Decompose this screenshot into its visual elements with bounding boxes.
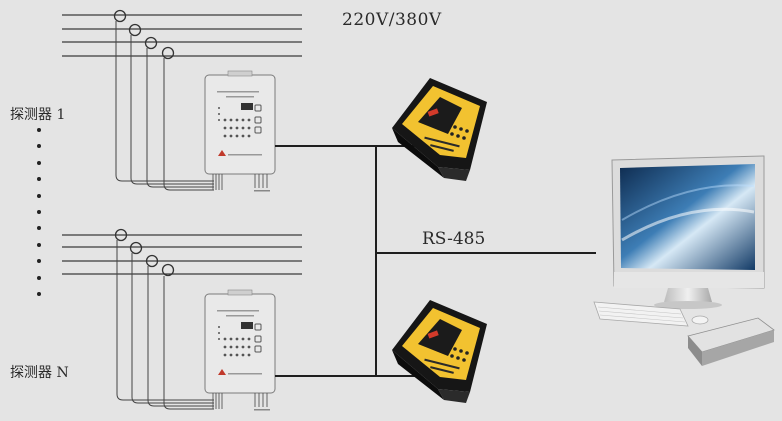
ellipsis-dot <box>37 160 41 165</box>
ellipsis-dot <box>37 226 41 231</box>
power-lines-bottom <box>62 234 302 275</box>
desktop-computer-icon <box>593 155 775 366</box>
ellipsis-dots <box>37 128 45 296</box>
detector-1-label: 探测器 1 <box>10 107 66 123</box>
sensor-leads-top <box>115 21 214 191</box>
monitoring-module-icon <box>392 300 487 403</box>
detector-unit-icon <box>204 289 276 411</box>
ellipsis-dot <box>37 291 41 296</box>
power-lines-top <box>62 14 302 57</box>
detector-unit-icon <box>204 70 276 192</box>
ellipsis-dot <box>37 259 41 264</box>
sensor-leads-bottom <box>116 240 214 410</box>
monitoring-module-icon <box>392 78 487 181</box>
ellipsis-dot <box>37 275 41 280</box>
ellipsis-dot <box>37 193 41 198</box>
current-transformer-icon <box>113 9 175 60</box>
ellipsis-dot <box>37 177 41 182</box>
ellipsis-dot <box>37 209 41 214</box>
ellipsis-dot <box>37 242 41 247</box>
detector-n-label: 探测器 N <box>10 365 69 381</box>
voltage-label: 220V/380V <box>342 10 442 30</box>
ellipsis-dot <box>37 144 41 149</box>
ellipsis-dot <box>37 128 41 132</box>
rs485-bus-label: RS-485 <box>422 229 486 249</box>
current-transformer-icon <box>114 228 175 277</box>
